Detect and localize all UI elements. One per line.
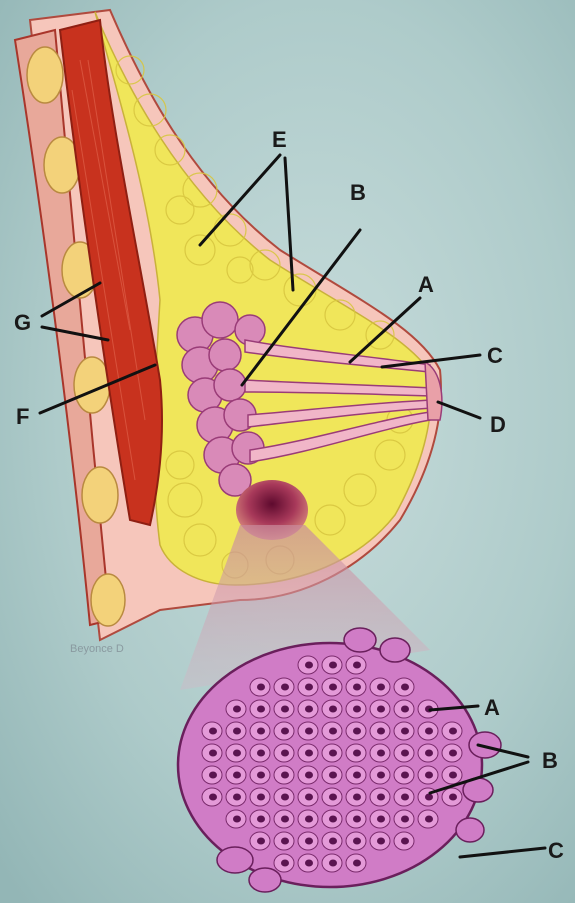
- cell-nucleus: [401, 706, 409, 713]
- cell-nucleus: [257, 816, 265, 823]
- cell-nucleus: [353, 728, 361, 735]
- cell-nucleus: [209, 794, 217, 801]
- cell-nucleus: [257, 794, 265, 801]
- cell-nucleus: [401, 772, 409, 779]
- cell-nucleus: [353, 794, 361, 801]
- cell-nucleus: [353, 750, 361, 757]
- cell-nucleus: [305, 794, 313, 801]
- cell-nucleus: [257, 838, 265, 845]
- cell-nucleus: [233, 750, 241, 757]
- cell-nucleus: [377, 728, 385, 735]
- cell-nucleus: [209, 772, 217, 779]
- cell-nucleus: [377, 706, 385, 713]
- cell-nucleus: [305, 816, 313, 823]
- cell-nucleus: [377, 816, 385, 823]
- cell-nucleus: [257, 728, 265, 735]
- cell-nucleus: [353, 860, 361, 867]
- cell-nucleus: [425, 794, 433, 801]
- cell-nucleus: [281, 750, 289, 757]
- cell-nucleus: [353, 772, 361, 779]
- cell-nucleus: [329, 860, 337, 867]
- cell-nucleus: [281, 816, 289, 823]
- label-c-bottom: C: [548, 838, 564, 863]
- cell-nucleus: [257, 706, 265, 713]
- cell-nucleus: [401, 728, 409, 735]
- cell-nucleus: [305, 684, 313, 691]
- cell-nucleus: [281, 728, 289, 735]
- cell-nucleus: [377, 750, 385, 757]
- cell-nucleus: [233, 794, 241, 801]
- cell-nucleus: [377, 684, 385, 691]
- cell-nucleus: [209, 728, 217, 735]
- cell-nucleus: [257, 684, 265, 691]
- cell-nucleus: [305, 860, 313, 867]
- cell-nucleus: [305, 838, 313, 845]
- cell-nucleus: [329, 706, 337, 713]
- cell-nucleus: [281, 794, 289, 801]
- cell-nucleus: [353, 684, 361, 691]
- cell-nucleus: [329, 750, 337, 757]
- cell-nucleus: [353, 662, 361, 669]
- label-e: E: [272, 127, 287, 152]
- label-a-top: A: [418, 272, 434, 297]
- cell-nucleus: [257, 750, 265, 757]
- cell-nucleus: [353, 838, 361, 845]
- cell-nucleus: [401, 838, 409, 845]
- cell-nucleus: [329, 816, 337, 823]
- cell-nucleus: [353, 706, 361, 713]
- cell-nucleus: [329, 662, 337, 669]
- cell-nucleus: [305, 728, 313, 735]
- cell-nucleus: [377, 772, 385, 779]
- cell-nucleus: [305, 706, 313, 713]
- label-f: F: [16, 404, 29, 429]
- cell-nucleus: [353, 816, 361, 823]
- cell-nucleus: [329, 728, 337, 735]
- cell-nucleus: [305, 772, 313, 779]
- label-b-bottom: B: [542, 748, 558, 773]
- artist-signature: Beyonce D: [70, 643, 124, 655]
- label-b-top: B: [350, 180, 366, 205]
- cell-nucleus: [329, 772, 337, 779]
- cell-nucleus: [233, 728, 241, 735]
- cell-nucleus: [425, 728, 433, 735]
- cell-nucleus: [377, 794, 385, 801]
- label-g: G: [14, 310, 31, 335]
- cell-nucleus: [449, 728, 457, 735]
- cell-nucleus: [425, 750, 433, 757]
- cell-nucleus: [281, 772, 289, 779]
- cell-nucleus: [401, 794, 409, 801]
- cell-nucleus: [281, 706, 289, 713]
- cell-nucleus: [329, 684, 337, 691]
- cell-nucleus: [281, 684, 289, 691]
- cell-nucleus: [329, 838, 337, 845]
- cell-nucleus: [305, 750, 313, 757]
- cell-nucleus: [281, 860, 289, 867]
- cell-nucleus: [425, 772, 433, 779]
- cell-nucleus: [401, 750, 409, 757]
- cell-nucleus: [401, 816, 409, 823]
- cell-nucleus: [401, 684, 409, 691]
- cell-nucleus: [233, 772, 241, 779]
- cell-nucleus: [257, 772, 265, 779]
- cell-nucleus: [377, 838, 385, 845]
- cell-nucleus: [329, 794, 337, 801]
- cell-nucleus: [233, 706, 241, 713]
- cell-nucleus: [449, 772, 457, 779]
- label-d: D: [490, 412, 506, 437]
- cell-nucleus: [281, 838, 289, 845]
- cell-nucleus: [449, 794, 457, 801]
- cell-nucleus: [209, 750, 217, 757]
- label-c-top: C: [487, 343, 503, 368]
- label-a-bottom: A: [484, 695, 500, 720]
- cell-nucleus: [425, 816, 433, 823]
- cell-nucleus: [233, 816, 241, 823]
- cell-nucleus: [449, 750, 457, 757]
- cell-nucleus: [305, 662, 313, 669]
